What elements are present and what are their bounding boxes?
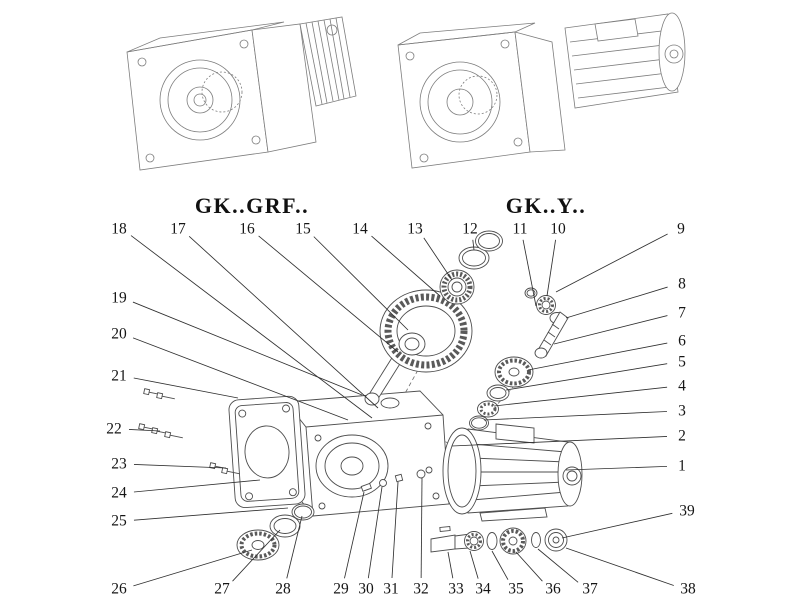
leader-line-19 [132,301,363,396]
callout-12: 12 [462,220,478,238]
bolts [138,388,240,475]
callout-28: 28 [275,580,291,598]
callout-36: 36 [545,580,561,598]
callout-10: 10 [550,220,566,238]
leader-line-13 [423,237,453,281]
callout-11: 11 [512,220,528,238]
callout-20: 20 [111,325,127,343]
leader-line-14 [371,235,441,297]
callout-8: 8 [678,275,686,293]
callout-23: 23 [111,455,127,473]
exploded-housing [285,390,450,517]
exploded-motor [442,423,583,522]
leader-line-37 [537,548,579,583]
leader-line-29 [344,491,365,579]
callout-26: 26 [111,580,127,598]
leader-lines [128,233,674,587]
callout-35: 35 [508,580,524,598]
leader-line-31 [391,481,399,579]
output-gear-and-rings [236,503,315,561]
leader-line-33 [447,551,454,579]
callout-37: 37 [582,580,598,598]
variant-label-y: GK..Y.. [505,193,587,218]
callout-17: 17 [170,220,186,238]
motor-drawing [564,12,686,109]
leader-line-18 [130,235,373,419]
callout-18: 18 [111,220,127,238]
leader-line-10 [546,239,556,297]
callout-1: 1 [678,457,686,475]
leader-line-38 [565,547,674,586]
leader-line-23 [133,463,227,469]
callout-4: 4 [678,377,686,395]
callout-5: 5 [678,353,686,371]
callout-24: 24 [111,484,127,502]
callout-19: 19 [111,289,127,307]
leader-line-8 [565,286,668,319]
callout-25: 25 [111,512,127,530]
callout-15: 15 [295,220,311,238]
leader-line-22 [128,429,161,432]
callout-21: 21 [111,367,127,385]
leader-line-24 [133,479,261,493]
callout-32: 32 [413,580,429,598]
leader-line-21 [133,377,239,399]
callout-6: 6 [678,332,686,350]
helical-gear-assembly [364,289,473,406]
callout-34: 34 [475,580,491,598]
leader-line-2 [451,436,668,447]
gearbox-drawing-y [397,12,686,169]
leader-line-6 [527,342,668,371]
leader-line-32 [420,477,423,579]
leader-line-15 [313,236,409,331]
fin-cover [299,16,357,107]
gearbox-drawing-grf [126,16,357,171]
leader-line-1 [565,465,668,471]
flange-cover [228,395,306,509]
callout-7: 7 [678,304,686,322]
callout-39: 39 [679,502,695,520]
callout-9: 9 [677,220,685,238]
variant-label-grf: GK..GRF.. [194,193,310,218]
leader-line-34 [469,550,479,579]
leader-line-9 [555,233,668,293]
callout-22: 22 [106,420,122,438]
leader-line-5 [505,363,668,391]
leader-line-16 [258,235,399,353]
leader-line-11 [522,239,537,307]
leader-line-27 [232,529,281,582]
intermediate-gear-stack [469,356,534,431]
leader-line-20 [132,337,349,421]
exploded-view [138,230,583,561]
callout-33: 33 [448,580,464,598]
bearing-and-seals [439,230,503,305]
leader-line-17 [188,236,379,409]
callout-38: 38 [680,580,696,598]
leader-line-28 [286,515,303,579]
callout-3: 3 [678,402,686,420]
leader-line-12 [472,239,475,251]
leader-line-39 [561,512,673,539]
leader-line-36 [515,551,543,582]
callout-13: 13 [407,220,423,238]
leader-line-3 [483,411,668,421]
callout-27: 27 [214,580,230,598]
leader-line-30 [367,486,383,579]
callout-2: 2 [678,427,686,445]
callout-14: 14 [352,220,368,238]
leader-line-35 [491,550,509,580]
leader-line-4 [493,386,668,407]
small-fasteners [360,466,433,492]
pinion-shaft-cluster [524,287,569,359]
callout-30: 30 [358,580,374,598]
callout-31: 31 [383,580,399,598]
leader-line-26 [133,549,253,587]
callout-29: 29 [333,580,349,598]
callout-16: 16 [239,220,255,238]
output-shaft-assembly [430,525,568,555]
leader-line-7 [553,315,668,345]
leader-line-25 [133,507,289,521]
